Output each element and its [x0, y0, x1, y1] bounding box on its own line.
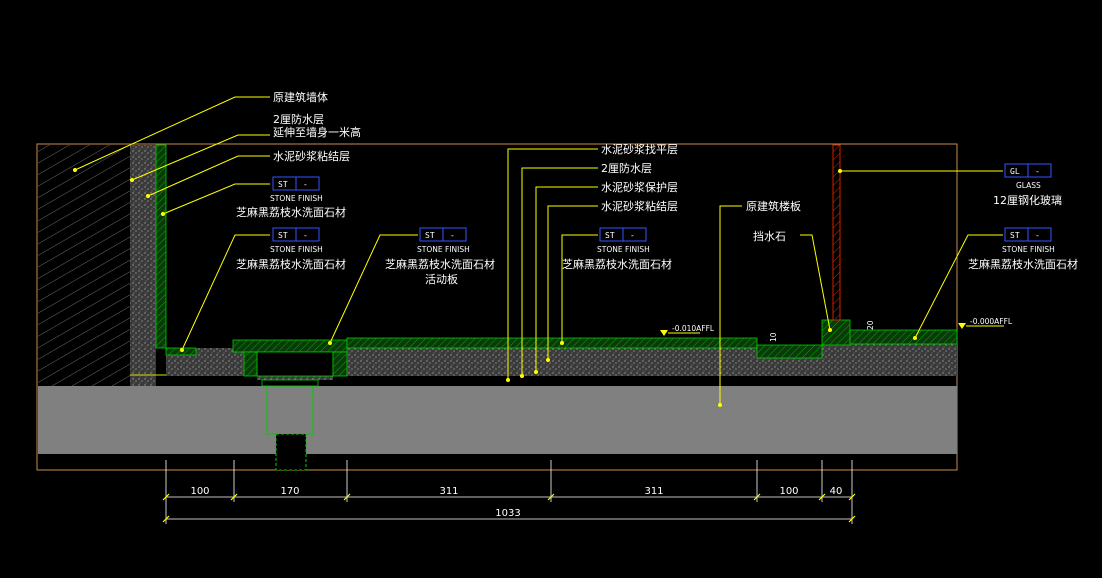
- dim-segment: 311: [644, 486, 663, 497]
- material-tag: ST - STONE FINISH 芝麻黑荔枝水洗面石材: [562, 227, 672, 271]
- tag-dash: -: [450, 231, 455, 240]
- label-mortar-bond-wall: 水泥砂浆粘结层: [273, 149, 350, 163]
- tag-desc: 芝麻黑荔枝水洗面石材: [236, 205, 346, 219]
- tag-code: ST: [278, 231, 288, 240]
- label-wp-wall-2: 延伸至墙身一米高: [273, 125, 361, 139]
- tag-desc: 芝麻黑荔枝水洗面石材: [968, 257, 1078, 271]
- tag-code: ST: [425, 231, 435, 240]
- drain-channel: [256, 351, 334, 377]
- drain-pipe-lower: [275, 433, 307, 471]
- tag-desc: 芝麻黑荔枝水洗面石材: [562, 257, 672, 271]
- tag-type: STONE FINISH: [1002, 245, 1055, 254]
- drain-outlet: [261, 379, 319, 387]
- tag-desc: 芝麻黑荔枝水洗面石材: [236, 257, 346, 271]
- tag-code: ST: [605, 231, 615, 240]
- tag-code: ST: [278, 180, 288, 189]
- level-2-text: -0.000AFFL: [970, 317, 1013, 326]
- tag-extra: 活动板: [425, 272, 458, 286]
- tag-desc: 芝麻黑荔枝水洗面石材: [385, 257, 495, 271]
- tag-type: STONE FINISH: [597, 245, 650, 254]
- dim-segment: 170: [280, 486, 299, 497]
- level-marker-2: -0.000AFFL: [958, 317, 1013, 329]
- label-slab: 原建筑楼板: [746, 199, 801, 213]
- tag-code: ST: [1010, 231, 1020, 240]
- mortar-screed: [166, 330, 957, 380]
- glass-partition: [832, 144, 841, 321]
- tag-code: GL: [1010, 167, 1020, 176]
- tag-type: STONE FINISH: [270, 245, 323, 254]
- material-tag: ST - STONE FINISH 芝麻黑荔枝水洗面石材: [236, 176, 346, 219]
- material-tag: ST - STONE FINISH 芝麻黑荔枝水洗面石材: [968, 227, 1078, 271]
- dim-segment: 40: [830, 486, 843, 497]
- drain-cover-plate-r: [332, 351, 348, 377]
- level-1-text: -0.010AFFL: [672, 324, 715, 333]
- label-protect: 水泥砂浆保护层: [601, 180, 678, 194]
- structural-slab: [38, 386, 957, 454]
- floor-finish-main: [346, 337, 758, 349]
- label-wp-wall-1: 2厘防水层: [273, 112, 324, 126]
- dim-total: 1033: [495, 508, 520, 519]
- tag-dash: -: [303, 180, 308, 189]
- tag-dash: -: [1035, 167, 1040, 176]
- existing-wall: [38, 145, 130, 386]
- tag-type: STONE FINISH: [417, 245, 470, 254]
- tag-type: GLASS: [1016, 181, 1041, 190]
- material-tag: ST - STONE FINISH 芝麻黑荔枝水洗面石材 活动板: [385, 227, 495, 286]
- tag-dash: -: [1035, 231, 1040, 240]
- level-marker-1: -0.010AFFL: [660, 324, 715, 336]
- small-dim-1: 10: [769, 332, 778, 342]
- floor-finish-step: [756, 344, 823, 359]
- tag-dash: -: [630, 231, 635, 240]
- label-wp-floor: 2厘防水层: [601, 161, 652, 175]
- label-leveling: 水泥砂浆找平层: [601, 142, 678, 156]
- tag-type: STONE FINISH: [270, 194, 323, 203]
- curb-stone: [821, 319, 851, 346]
- wall-mortar-layer: [130, 145, 156, 386]
- label-wall: 原建筑墙体: [273, 90, 328, 104]
- leaders: [73, 96, 1003, 407]
- small-dim-2: 20: [866, 320, 875, 330]
- label-bond-floor: 水泥砂浆粘结层: [601, 199, 678, 213]
- material-tag: ST - STONE FINISH 芝麻黑荔枝水洗面石材: [236, 227, 346, 271]
- drawing-frame: [36, 143, 958, 471]
- tag-dash: -: [303, 231, 308, 240]
- dim-segment: 311: [439, 486, 458, 497]
- wall-stone-finish: [155, 144, 167, 349]
- label-curb: 挡水石: [753, 229, 786, 243]
- material-tag-glass: GL - GLASS 12厘钢化玻璃: [993, 163, 1062, 207]
- drain-cover-plate: [243, 351, 258, 377]
- dim-segment: 100: [190, 486, 209, 497]
- dimension-chain: 100 170 311 311 100 40 1033: [162, 460, 856, 524]
- glass-desc: 12厘钢化玻璃: [993, 193, 1062, 207]
- floor-finish-right: [849, 329, 958, 345]
- drain-pipe: [266, 385, 314, 435]
- dim-segment: 100: [779, 486, 798, 497]
